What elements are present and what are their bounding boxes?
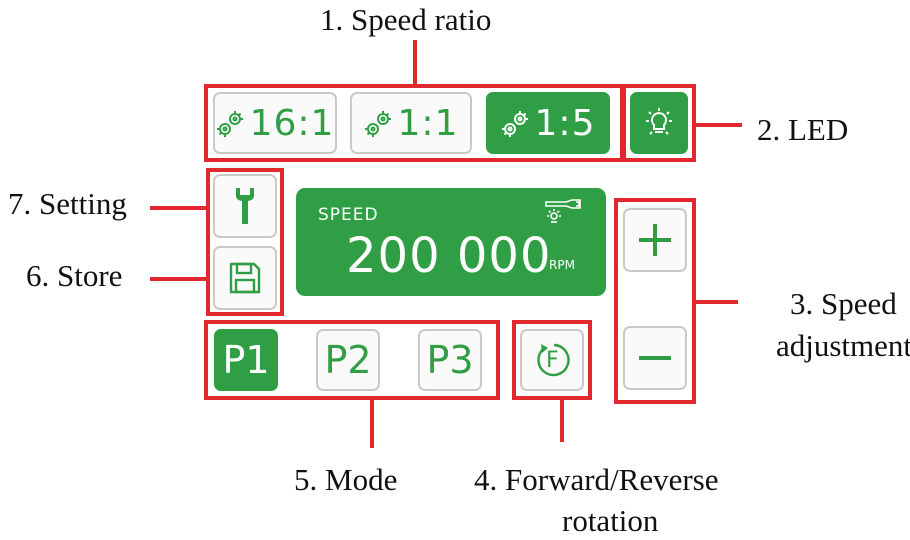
- mode-button-p3[interactable]: P3: [418, 329, 482, 391]
- callout-speed-adjustment-line1: 3. Speed: [790, 286, 897, 321]
- ratio-button-1-1[interactable]: 1:1: [350, 92, 472, 154]
- mode-highlight: [204, 320, 500, 400]
- callout-mode: 5. Mode: [294, 462, 398, 497]
- speed-display: SPEED 200 000 RPM: [296, 188, 606, 296]
- callout-rotation-line1: 4. Forward/Reverse: [474, 462, 719, 497]
- gears-icon: [216, 108, 246, 138]
- ratio-label: 16:1: [249, 102, 335, 144]
- speed-ratio-leader: [413, 40, 417, 86]
- mode-leader: [370, 398, 374, 448]
- speed-label: SPEED: [318, 205, 379, 225]
- rotation-highlight: [512, 320, 592, 400]
- floppy-disk-icon: [228, 261, 262, 295]
- store-button[interactable]: [213, 246, 277, 310]
- callout-led: 2. LED: [757, 112, 849, 147]
- mode-label: P3: [426, 338, 474, 382]
- callout-store: 6. Store: [26, 258, 123, 293]
- mode-label: P1: [222, 338, 270, 382]
- rotation-leader: [560, 398, 564, 442]
- rotation-label: F: [546, 348, 559, 373]
- setting-leader: [150, 206, 208, 210]
- setting-button[interactable]: [213, 174, 277, 238]
- speed-unit: RPM: [549, 258, 575, 272]
- ratio-button-1-5[interactable]: 1:5: [486, 92, 610, 154]
- store-leader: [150, 277, 208, 281]
- rotation-arrow-icon: [535, 341, 573, 379]
- rotation-button[interactable]: F: [520, 329, 584, 391]
- mode-button-p1[interactable]: P1: [214, 329, 278, 391]
- led-leader: [694, 123, 742, 127]
- mode-button-p2[interactable]: P2: [316, 329, 380, 391]
- ratio-label: 1:5: [534, 102, 596, 144]
- callout-setting: 7. Setting: [8, 186, 127, 221]
- callout-speed-adjustment-line2: adjustment: [776, 328, 910, 363]
- gears-icon: [364, 108, 394, 138]
- mode-label: P2: [324, 338, 372, 382]
- speed-value: 200 000: [346, 228, 552, 284]
- light-bulb-icon: [642, 106, 676, 140]
- ratio-button-16-1[interactable]: 16:1: [213, 92, 337, 154]
- handpiece-light-icon: [542, 196, 584, 226]
- minus-icon: [637, 340, 673, 376]
- plus-icon: [637, 222, 673, 258]
- callout-rotation-line2: rotation: [562, 503, 659, 538]
- led-button[interactable]: [630, 92, 688, 154]
- gears-icon: [501, 108, 531, 138]
- speed-decrease-button[interactable]: [623, 326, 687, 390]
- speed-increase-button[interactable]: [623, 208, 687, 272]
- wrench-icon: [232, 186, 258, 226]
- speed-adjustment-leader: [694, 300, 738, 304]
- setting-store-highlight: [206, 168, 284, 316]
- ratio-label: 1:1: [397, 102, 459, 144]
- callout-speed-ratio: 1. Speed ratio: [320, 2, 492, 37]
